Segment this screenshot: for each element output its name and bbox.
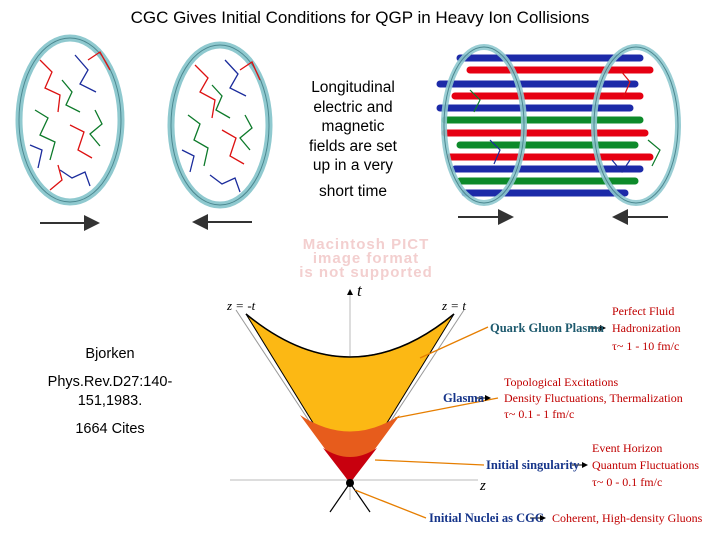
left-light-cone-label: z = -t — [226, 298, 256, 313]
singularity-label: Initial singularity — [486, 458, 580, 472]
reference-block: Bjorken Phys.Rev.D27:140-151,1983. 1664 … — [30, 345, 190, 439]
reference-cites: 1664 Cites — [75, 421, 145, 437]
right-light-cone-label: z = t — [441, 298, 466, 313]
glasma-note-3: τ~ 0.1 - 1 fm/c — [504, 407, 574, 421]
flux-tube-icon — [436, 54, 654, 197]
longitudinal-line: fields are set — [309, 137, 397, 155]
longitudinal-line: short time — [318, 182, 388, 200]
qgp-label: Quark Gluon Plasma — [490, 321, 605, 335]
longitudinal-fields-text: Longitudinal electric and magnetic field… — [288, 78, 418, 201]
qgp-note-2: Hadronization — [612, 321, 681, 335]
longitudinal-line: magnetic — [321, 118, 385, 135]
singularity-note-1: Event Horizon — [592, 441, 662, 455]
nuclei-label: Initial Nuclei as CGC — [429, 511, 544, 525]
longitudinal-line: up in a very — [312, 157, 394, 174]
unsupported-image-placeholder: Macintosh PICT image format is not suppo… — [258, 236, 474, 281]
singularity-note-2: Quantum Fluctuations — [592, 458, 699, 472]
glasma-note-1: Topological Excitations — [504, 375, 618, 389]
singularity-note-3: τ~ 0 - 0.1 fm/c — [592, 475, 662, 489]
reference-citation: Phys.Rev.D27:140-151,1983. — [47, 374, 173, 409]
middle-nucleus-icon — [167, 41, 273, 209]
z-axis-label: z — [479, 478, 486, 494]
glasma-label: Glasma — [443, 391, 485, 405]
longitudinal-line: electric and — [313, 98, 393, 116]
qgp-note-3: τ~ 1 - 10 fm/c — [612, 339, 679, 353]
t-axis-label: t — [357, 281, 363, 300]
left-nucleus-icon — [15, 34, 125, 206]
pointer-lines — [354, 326, 499, 519]
colliding-nucleus-icon — [441, 44, 681, 206]
qgp-note-1: Perfect Fluid — [612, 304, 674, 318]
placeholder-line: is not supported — [299, 264, 433, 281]
longitudinal-line: Longitudinal — [311, 79, 395, 96]
placeholder-line: Macintosh PICT — [302, 236, 430, 253]
placeholder-line: image format — [312, 250, 420, 267]
spacetime-diagram — [230, 289, 478, 513]
slide-title: CGC Gives Initial Conditions for QGP in … — [130, 8, 590, 27]
reference-author: Bjorken — [85, 346, 135, 362]
glasma-note-2: Density Fluctuations, Thermalization — [504, 391, 683, 405]
nuclei-note: Coherent, High-density Gluons — [552, 511, 703, 525]
